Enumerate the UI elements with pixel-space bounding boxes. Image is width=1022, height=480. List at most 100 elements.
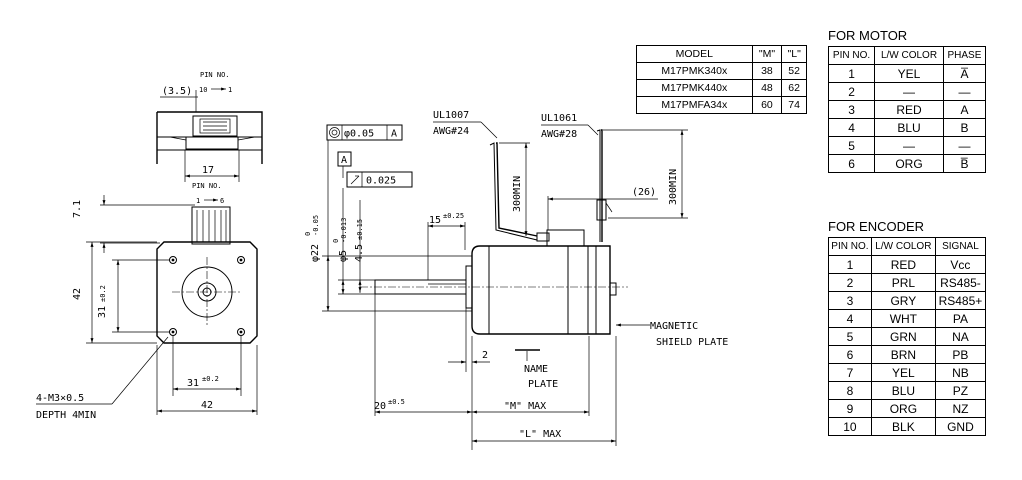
encoder-cell: 10 (828, 417, 872, 436)
encoder-header-color: L/W COLOR (870, 237, 936, 256)
shaft-dia-tol-upper: 0 (332, 239, 340, 243)
model-cell: M17PMK440x (636, 79, 753, 97)
front-top-height-dim: 7.1 (72, 200, 83, 218)
top-offset-dim: (3.5) (162, 86, 192, 97)
motor-cell: RED (874, 100, 944, 119)
encoder-cell: RS485+ (934, 291, 987, 310)
top-view: PIN NO. 10 1 (3.5) 17 (156, 71, 263, 182)
encoder-cell: NA (934, 327, 987, 346)
top-width-dim: 17 (202, 165, 214, 176)
cable1-name: UL1007 (433, 110, 469, 121)
motor-cell: 6 (827, 154, 876, 173)
encoder-cell: PA (934, 309, 987, 328)
encoder-cell: PZ (934, 381, 987, 400)
front-size-v-dim: 42 (72, 288, 83, 300)
pilot-dia-tol-upper: 0 (304, 232, 312, 236)
connector-offset-dim: (26) (632, 187, 656, 198)
front-pitch-h-tol: ±0.2 (202, 375, 219, 383)
model-header-m: "M" (751, 45, 783, 63)
encoder-cell: RS485- (934, 273, 987, 292)
side-view: φ0.05 A A 0.025 φ22 0 -0.05 φ5 0 -0.013 … (304, 110, 728, 450)
datum-box: A (341, 155, 347, 166)
l-max-dim: "L" MAX (519, 429, 561, 440)
encoder-cell: WHT (870, 309, 936, 328)
motor-cell: 4 (827, 118, 876, 137)
motor-cell: 5 (827, 136, 876, 155)
motor-cell: 1 (827, 64, 876, 83)
encoder-cell: RED (870, 255, 936, 274)
encoder-cell: Vcc (934, 255, 987, 274)
motor-cell: B (942, 118, 987, 137)
encoder-cell: 8 (828, 381, 872, 400)
gdt-datum-ref: A (391, 129, 397, 140)
encoder-table-header: PIN NO. L/W COLOR SIGNAL (828, 237, 987, 256)
encoder-cell: YEL (870, 363, 936, 382)
flat-dim-tol: ±0.15 (356, 219, 364, 240)
cable2-awg: AWG#28 (541, 129, 577, 140)
motor-cell: 2 (827, 82, 876, 101)
encoder-cell: NB (934, 363, 987, 382)
table-row: M17PMK440x 48 62 (636, 79, 807, 97)
shield-label-2: SHIELD PLATE (656, 337, 728, 348)
front-thread-callout: 4-M3×0.5 (36, 393, 84, 404)
shaft-dia-tol: -0.013 (340, 218, 348, 243)
top-pin-no-label: PIN NO. (200, 71, 230, 79)
model-cell: 60 (751, 96, 783, 114)
encoder-cell: GND (934, 417, 987, 436)
motor-cell: BLU (874, 118, 944, 137)
encoder-cell: 1 (828, 255, 872, 274)
encoder-cell: ORG (870, 399, 936, 418)
pilot-dia-tol: -0.05 (312, 215, 320, 236)
motor-cell: ORG (874, 154, 944, 173)
model-cell: M17PMK340x (636, 62, 753, 80)
front-pin-first: 1 (196, 197, 200, 205)
flat-length-tol: ±0.25 (443, 212, 464, 220)
shaft-length-dim: 20 (374, 401, 386, 412)
model-cell: 74 (781, 96, 807, 114)
encoder-cell: 7 (828, 363, 872, 382)
model-header-l: "L" (781, 45, 807, 63)
encoder-cell: 9 (828, 399, 872, 418)
m-max-dim: "M" MAX (504, 401, 546, 412)
top-pin-first: 10 (199, 86, 207, 94)
gdt-concentricity: φ0.05 (344, 129, 374, 140)
model-cell: M17PMFA34x (636, 96, 753, 114)
cable1-awg: AWG#24 (433, 126, 469, 137)
gdt-runout: 0.025 (366, 176, 396, 187)
motor-header-phase: PHASE (942, 46, 987, 65)
front-view: PIN NO. 1 6 7.1 42 31 ±0.2 (36, 182, 258, 421)
encoder-cell: 3 (828, 291, 872, 310)
encoder-cell: BRN (870, 345, 936, 364)
flat-dim: 4.5 (354, 244, 365, 262)
name-plate-label-1: NAME (524, 364, 548, 375)
shield-label-1: MAGNETIC (650, 321, 698, 332)
cable2-length-dim: 300MIN (668, 169, 679, 205)
encoder-cell: BLK (870, 417, 936, 436)
motor-header-pin: PIN NO. (827, 46, 876, 65)
model-header-model: MODEL (636, 45, 753, 63)
encoder-header-signal: SIGNAL (934, 237, 987, 256)
top-pin-last: 1 (228, 86, 232, 94)
motor-cell: YEL (874, 64, 944, 83)
front-size-h-dim: 42 (201, 400, 213, 411)
model-cell: 62 (781, 79, 807, 97)
encoder-cell: PRL (870, 273, 936, 292)
shaft-length-tol: ±0.5 (388, 398, 405, 406)
table-row: 5—— (827, 136, 987, 155)
motor-cell: — (874, 136, 944, 155)
